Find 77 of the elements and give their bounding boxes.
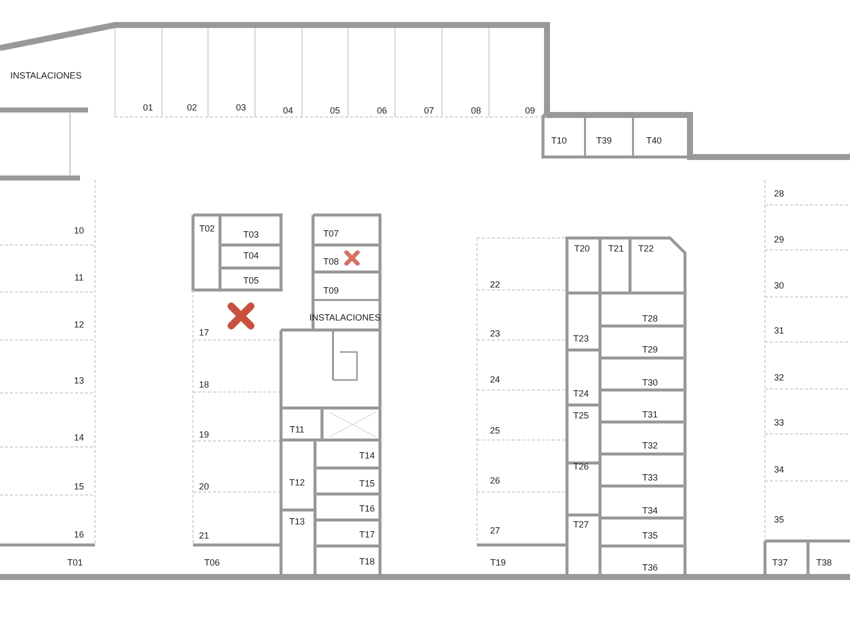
space-label: 20 xyxy=(199,482,209,492)
space-label: T31 xyxy=(642,410,658,420)
space-label: 23 xyxy=(490,330,500,338)
space-label: T24 xyxy=(573,390,589,398)
space-label: 16 xyxy=(74,530,84,540)
space-label: T33 xyxy=(642,474,658,482)
space-label: T09 xyxy=(323,286,339,296)
space-label: T02 xyxy=(199,224,215,234)
space-label: T25 xyxy=(573,412,589,420)
space-label: 14 xyxy=(74,434,84,442)
space-label: 04 xyxy=(283,106,293,116)
space-label: 08 xyxy=(471,106,481,116)
space-label: 01 xyxy=(143,104,153,112)
space-label: T26 xyxy=(573,462,589,472)
space-label: 11 xyxy=(74,274,84,282)
space-label: 05 xyxy=(330,106,340,116)
space-label: T08 xyxy=(323,258,339,266)
space-label: T23 xyxy=(573,334,589,344)
space-label: T07 xyxy=(323,230,339,238)
space-label: 19 xyxy=(199,430,209,440)
space-label: T20 xyxy=(574,244,590,254)
space-label: 06 xyxy=(377,106,387,116)
space-label: 10 xyxy=(74,226,84,236)
space-label: T19 xyxy=(490,558,506,568)
space-label: 13 xyxy=(74,376,84,386)
space-label: 17 xyxy=(199,328,209,338)
space-label: T22 xyxy=(638,244,654,254)
space-label: 25 xyxy=(490,426,500,436)
space-label: T29 xyxy=(642,346,658,354)
space-label: T30 xyxy=(642,378,658,388)
space-label: 09 xyxy=(525,106,535,116)
space-label: 22 xyxy=(490,280,500,290)
space-label: 31 xyxy=(774,326,784,336)
space-label: T03 xyxy=(243,230,259,240)
space-label: T32 xyxy=(642,442,658,450)
space-label: 07 xyxy=(424,106,434,116)
space-label: T04 xyxy=(243,252,259,260)
space-label: T34 xyxy=(642,506,658,516)
space-label: T35 xyxy=(642,532,658,540)
space-label: T15 xyxy=(359,480,375,488)
space-label: T10 xyxy=(551,136,567,146)
space-label: 34 xyxy=(774,466,784,474)
space-label: INSTALACIONES xyxy=(10,72,82,80)
space-label: T06 xyxy=(204,558,220,568)
space-label: T16 xyxy=(359,504,375,514)
space-label: T36 xyxy=(642,564,658,572)
space-label: 24 xyxy=(490,376,500,384)
space-label: T39 xyxy=(596,136,612,146)
space-label: T27 xyxy=(573,520,589,530)
space-label: 30 xyxy=(774,282,784,290)
space-label: T18 xyxy=(359,558,375,566)
space-label: 12 xyxy=(74,320,84,330)
space-label: 03 xyxy=(236,104,246,112)
space-label: T11 xyxy=(290,426,304,434)
space-label: T38 xyxy=(816,558,832,568)
space-label: T12 xyxy=(289,478,305,488)
space-label: 35 xyxy=(774,516,784,524)
space-label: T37 xyxy=(772,558,788,568)
space-label: T01 xyxy=(67,558,83,568)
space-label: 32 xyxy=(774,374,784,382)
space-label: 26 xyxy=(490,476,500,486)
space-label: 29 xyxy=(774,236,784,244)
space-label: T05 xyxy=(243,276,259,286)
space-label: 27 xyxy=(490,526,500,536)
space-label: 28 xyxy=(774,190,784,198)
space-label: T28 xyxy=(642,314,658,324)
space-label: 15 xyxy=(74,482,84,492)
space-label: 18 xyxy=(199,380,209,390)
space-label: T17 xyxy=(359,530,375,540)
space-label: 02 xyxy=(187,104,197,112)
space-label: T13 xyxy=(289,518,305,526)
space-label: 21 xyxy=(199,532,209,540)
space-label: T21 xyxy=(608,244,624,254)
space-label: INSTALACIONES xyxy=(309,314,381,322)
space-label: T14 xyxy=(359,452,375,460)
space-label: T40 xyxy=(646,136,662,146)
space-label: 33 xyxy=(774,418,784,428)
